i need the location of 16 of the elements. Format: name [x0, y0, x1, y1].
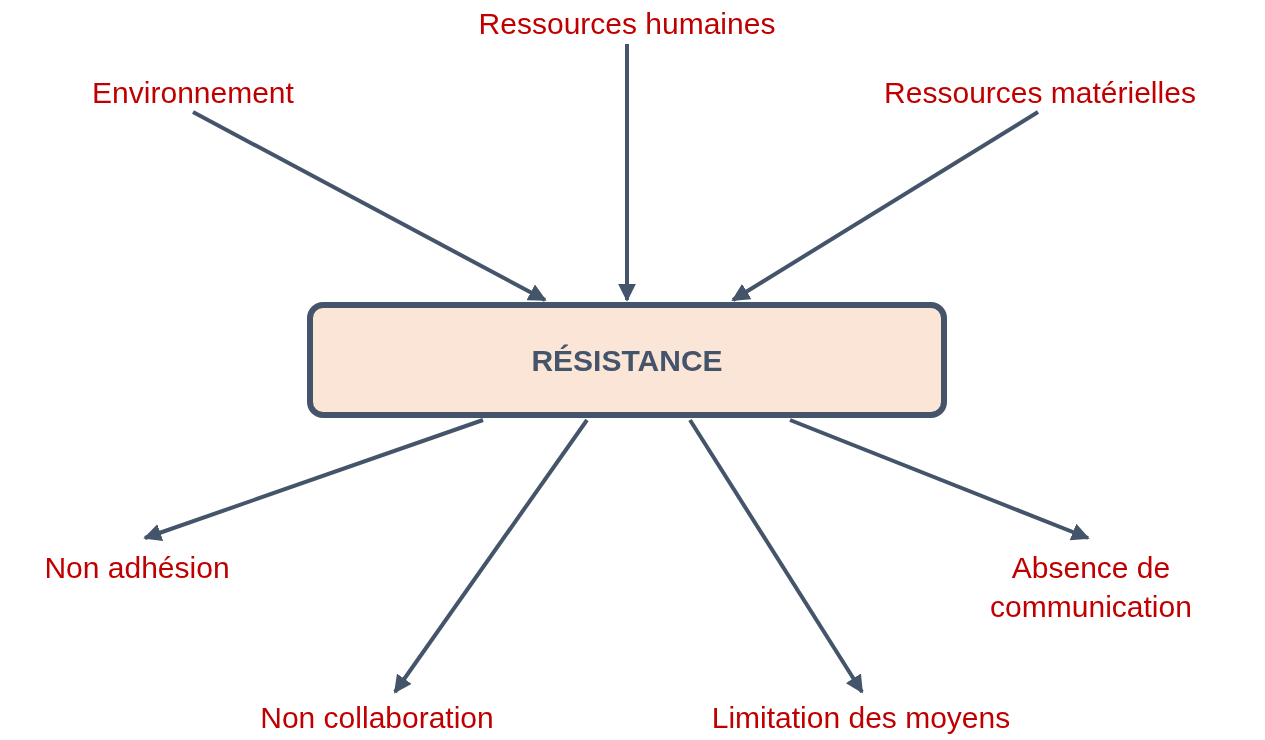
- factor-label: Ressources humaines: [478, 6, 776, 42]
- arrow: [393, 418, 589, 694]
- factor-label: Environnement: [92, 75, 294, 111]
- factor-label: Limitation des moyens: [711, 700, 1011, 736]
- process-box: [307, 302, 947, 418]
- factor-label: Non collaboration: [260, 700, 494, 736]
- factor-label: Ressources matérielles: [884, 75, 1196, 111]
- arrow: [789, 418, 1090, 541]
- arrow: [731, 110, 1040, 302]
- factor-label: Non adhésion: [44, 550, 230, 586]
- arrow: [192, 110, 547, 302]
- factor-label: Absence de communication: [989, 550, 1193, 625]
- arrow: [618, 44, 636, 302]
- arrow: [688, 418, 864, 694]
- arrow: [143, 418, 484, 542]
- box-title: RÉSISTANCE: [531, 342, 723, 379]
